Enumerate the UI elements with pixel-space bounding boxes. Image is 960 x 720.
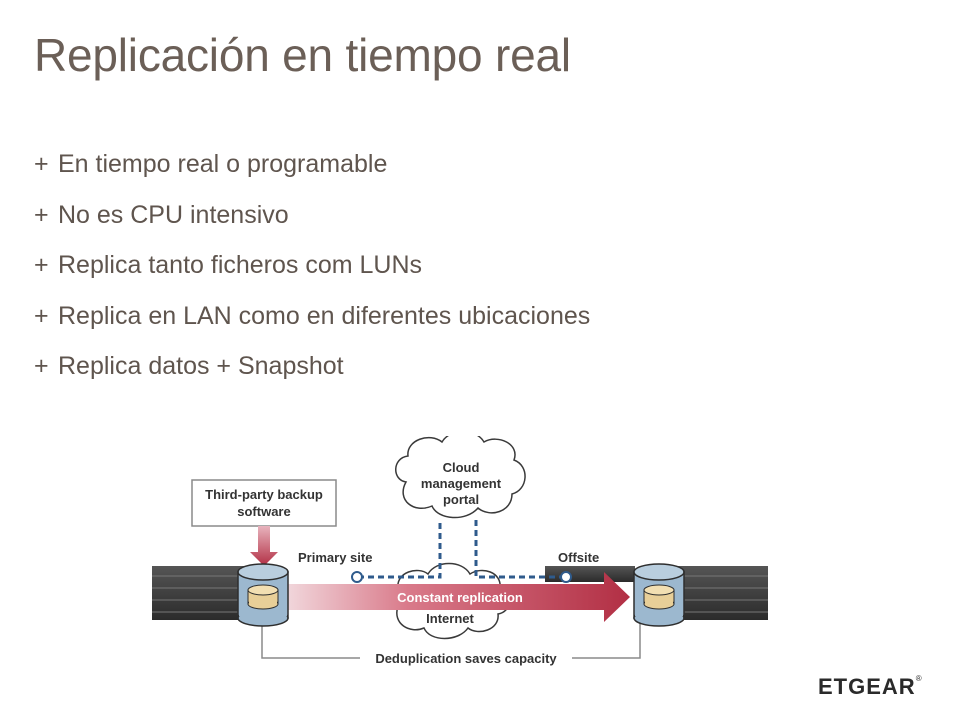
primary-storage-icon	[237, 563, 289, 627]
bullet-mark: +	[34, 352, 49, 380]
cloud-label-line2: management	[421, 476, 502, 491]
bullet-text: Replica en LAN como en diferentes ubicac…	[58, 301, 591, 330]
registered-mark: ®	[915, 674, 923, 683]
bullet-mark: +	[34, 301, 49, 330]
arrow-label: Constant replication	[397, 590, 523, 605]
bullet-item: + En tiempo real o programable	[34, 150, 590, 201]
middle-server-rack	[545, 566, 635, 582]
bullet-text: En tiempo real o programable	[58, 150, 388, 178]
bullet-text: No es CPU intensivo	[58, 200, 289, 229]
primary-site-label: Primary site	[298, 550, 372, 565]
offsite-link-node	[560, 571, 572, 583]
management-links	[358, 520, 565, 579]
brand-logo: ETGEAR®	[818, 674, 923, 700]
offsite-server-rack	[678, 566, 768, 620]
offsite-storage-icon	[633, 563, 685, 627]
bullet-text: Replica tanto ficheros com LUNs	[58, 251, 423, 279]
backup-box-line2: software	[237, 504, 290, 519]
bullet-mark: +	[34, 251, 49, 279]
backup-software-box	[191, 479, 337, 527]
slide-title: Replicación en tiempo real	[34, 29, 571, 81]
cloud-management	[395, 436, 526, 519]
bullet-item: + No es CPU intensivo	[34, 201, 590, 252]
bullet-mark: +	[34, 200, 49, 229]
bullet-text: Replica datos + Snapshot	[58, 352, 344, 380]
replication-diagram: Deduplication saves capacity Internet Cl…	[152, 436, 768, 668]
replication-arrow	[288, 572, 630, 622]
backup-box-line1: Third-party backup	[205, 487, 323, 502]
logo-text: ETGEAR	[818, 674, 916, 699]
primary-link-node	[351, 571, 363, 583]
primary-server-rack	[152, 566, 244, 620]
internet-label: Internet	[426, 611, 474, 626]
bullet-item: + Replica tanto ficheros com LUNs	[34, 251, 590, 302]
cloud-label-line3: portal	[443, 492, 479, 507]
dedup-label: Deduplication saves capacity	[375, 651, 557, 666]
bullet-mark: +	[34, 150, 49, 178]
offsite-label: Offsite	[558, 550, 599, 565]
backup-down-arrow	[250, 526, 278, 566]
cloud-label-line1: Cloud	[443, 460, 480, 475]
bullet-item: + Replica en LAN como en diferentes ubica…	[34, 302, 590, 353]
bullet-item: + Replica datos + Snapshot	[34, 352, 590, 403]
bullet-list: + En tiempo real o programable + No es CPU…	[34, 150, 590, 403]
